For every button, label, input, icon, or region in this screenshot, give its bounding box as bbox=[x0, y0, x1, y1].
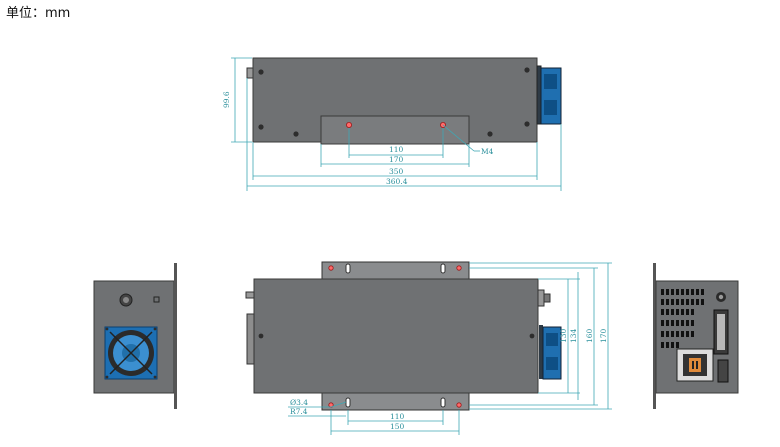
unit-label: 单位：mm bbox=[6, 6, 71, 21]
dim-top-m4: M4 bbox=[481, 147, 494, 156]
dim-top-110: 110 bbox=[389, 145, 404, 154]
dim-top-350: 350 bbox=[389, 167, 404, 176]
right-side-view bbox=[653, 263, 739, 409]
dim-top-height: 99.6 bbox=[222, 91, 231, 108]
right-plate-edge bbox=[653, 263, 656, 409]
vent-grid bbox=[661, 289, 704, 348]
led-indicator bbox=[153, 296, 160, 303]
terminal-icon bbox=[717, 359, 729, 383]
front-top-plate bbox=[321, 261, 470, 280]
left-side-view bbox=[93, 263, 177, 409]
knob-center bbox=[123, 297, 129, 303]
screw bbox=[487, 131, 493, 137]
front-bottom-plate bbox=[321, 392, 470, 411]
dim-top-360: 360.4 bbox=[386, 177, 408, 186]
dim-front-170: 170 bbox=[599, 328, 608, 343]
left-plate-edge bbox=[174, 263, 177, 409]
slot bbox=[440, 263, 446, 274]
slot bbox=[345, 397, 351, 408]
fan-frame bbox=[536, 65, 542, 125]
front-body bbox=[253, 278, 539, 394]
front-view: 130 134 160 170 110 150 Ø3.4 R7.4 bbox=[245, 261, 612, 435]
screw bbox=[524, 121, 530, 127]
dim-front-radius: R7.4 bbox=[290, 407, 308, 416]
screw bbox=[258, 69, 264, 75]
fan-vent bbox=[544, 74, 557, 89]
dim-front-dia: Ø3.4 bbox=[290, 398, 308, 407]
screw bbox=[258, 124, 264, 130]
dim-front-110: 110 bbox=[390, 412, 405, 421]
dim-front-130: 130 bbox=[559, 328, 568, 343]
m4-hole bbox=[345, 122, 352, 129]
dim-top-170: 170 bbox=[389, 155, 404, 164]
dim-front-160: 160 bbox=[585, 328, 594, 343]
top-view: 99.6 110 170 350 360.4 M4 bbox=[222, 57, 562, 191]
top-bracket bbox=[320, 115, 470, 145]
screw bbox=[293, 131, 299, 137]
front-connector bbox=[246, 313, 255, 365]
dim-front-134: 134 bbox=[569, 328, 578, 343]
slot bbox=[345, 263, 351, 274]
screw bbox=[524, 67, 530, 73]
fan-vent bbox=[544, 100, 557, 115]
slot bbox=[440, 397, 446, 408]
dim-front-150: 150 bbox=[390, 422, 405, 431]
